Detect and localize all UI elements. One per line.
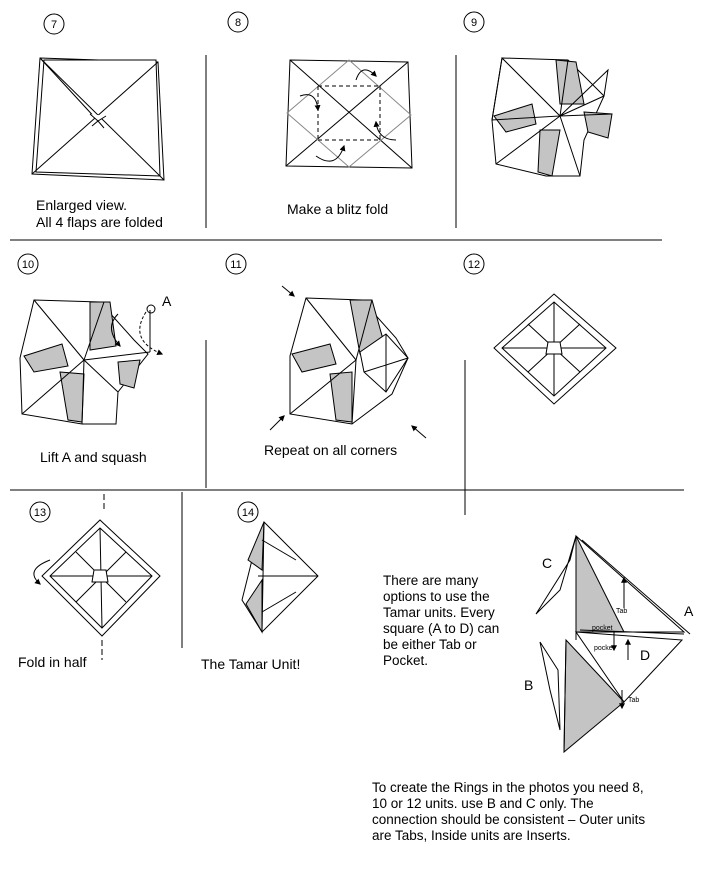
step-13-number: 13 xyxy=(34,507,46,519)
tab-label-top: Tab xyxy=(616,608,627,615)
step-11-number: 11 xyxy=(230,259,241,271)
pocket-label-lower: pocket xyxy=(594,645,615,652)
unit-label-a: A xyxy=(684,603,694,619)
unit-label-c: C xyxy=(542,555,552,571)
step-10-label-a: A xyxy=(162,293,172,309)
rings-text: To create the Rings in the photos you ne… xyxy=(372,780,646,843)
step-number-texts: 7 8 9 10 11 12 13 14 xyxy=(22,17,480,519)
step-9-number: 9 xyxy=(471,17,477,29)
step-10-figure xyxy=(19,299,164,425)
tamar-unit-labels: C A B D Tab pocket pocket Tab xyxy=(524,555,694,704)
tab-label-bottom: Tab xyxy=(628,697,639,704)
step-14-caption: The Tamar Unit! xyxy=(201,656,301,672)
step-13-caption: Fold in half xyxy=(18,654,87,670)
options-text: There are many options to use the Tamar … xyxy=(383,573,500,668)
step-numbers xyxy=(17,11,485,523)
step-8-number: 8 xyxy=(235,17,241,29)
pocket-label-upper: pocket xyxy=(592,625,613,632)
step-11-caption: Repeat on all corners xyxy=(264,442,398,458)
step-12-figure xyxy=(493,293,617,405)
step-10-number: 10 xyxy=(22,259,34,271)
step-7-caption: Enlarged view. All 4 flaps are folded xyxy=(36,197,163,230)
unit-label-d: D xyxy=(640,647,650,663)
step-12-number: 12 xyxy=(468,259,480,271)
step-8-figure xyxy=(285,59,413,169)
step-13-figure xyxy=(33,494,161,660)
step-7-figure xyxy=(31,57,165,181)
step-14-figure xyxy=(241,521,319,634)
unit-label-b: B xyxy=(524,677,533,693)
step-9-figure xyxy=(491,56,613,177)
grid-dividers xyxy=(10,55,684,648)
step-14-number: 14 xyxy=(242,507,254,519)
step-10-caption: Lift A and squash xyxy=(40,449,147,465)
step-7-number: 7 xyxy=(51,19,57,31)
step-11-figure xyxy=(269,285,427,439)
tamar-unit-diagram xyxy=(535,534,691,754)
step-8-caption: Make a blitz fold xyxy=(287,201,389,217)
